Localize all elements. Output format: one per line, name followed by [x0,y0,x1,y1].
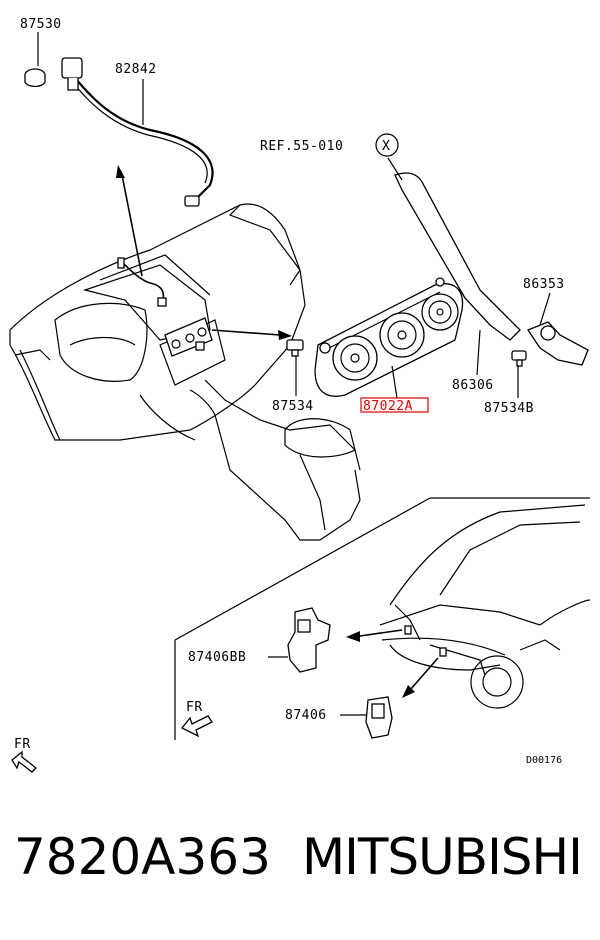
label-86353: 86353 [523,277,565,292]
label-87406bb: 87406BB [188,650,246,665]
label-86306: 86306 [452,378,494,393]
label-fr-main: FR [14,737,31,752]
brand-name: MITSUBISHI [302,828,583,886]
car-front [379,504,591,709]
part-87022a-control-unit [314,277,464,399]
dash-harness [117,257,167,307]
arrow-to-harness [116,165,143,277]
fr-arrow-inset-icon [180,715,213,738]
leader-86306 [476,329,481,376]
label-87406: 87406 [285,708,327,723]
label-82842: 82842 [115,62,157,77]
label-ref: REF.55-010 [260,139,343,154]
label-87534b: 87534B [484,401,534,416]
dash-control-panel [164,317,213,357]
footer: 7820A363 MITSUBISHI [0,820,600,920]
label-ref-circle: X [382,139,390,154]
part-86353-sensor [527,292,589,366]
highlight-box-87022a [360,397,429,413]
part-87406-sensor [340,657,439,739]
dashboard-outline [9,203,361,541]
label-87530: 87530 [20,17,62,32]
part-87534b-screw [511,350,527,398]
arrow-to-control-unit [211,329,292,340]
part-87406bb-sensor [268,607,403,673]
part-duct [387,157,521,341]
inset-frame [174,497,590,740]
part-82842-harness [61,57,214,207]
part-87534-screw [286,339,304,396]
parts-diagram: 87530 82842 REF.55-010 X 86353 87534 870… [9,17,591,773]
label-87534: 87534 [272,399,314,414]
label-87022a: 87022A [363,399,413,414]
label-fr-inset: FR [186,700,203,715]
part-number: 7820A363 [14,828,271,886]
diagram-code: D00176 [526,755,562,766]
fr-arrow-main-icon [11,750,37,773]
part-87530-grommet [24,32,46,88]
ref-circle-icon [375,133,399,157]
